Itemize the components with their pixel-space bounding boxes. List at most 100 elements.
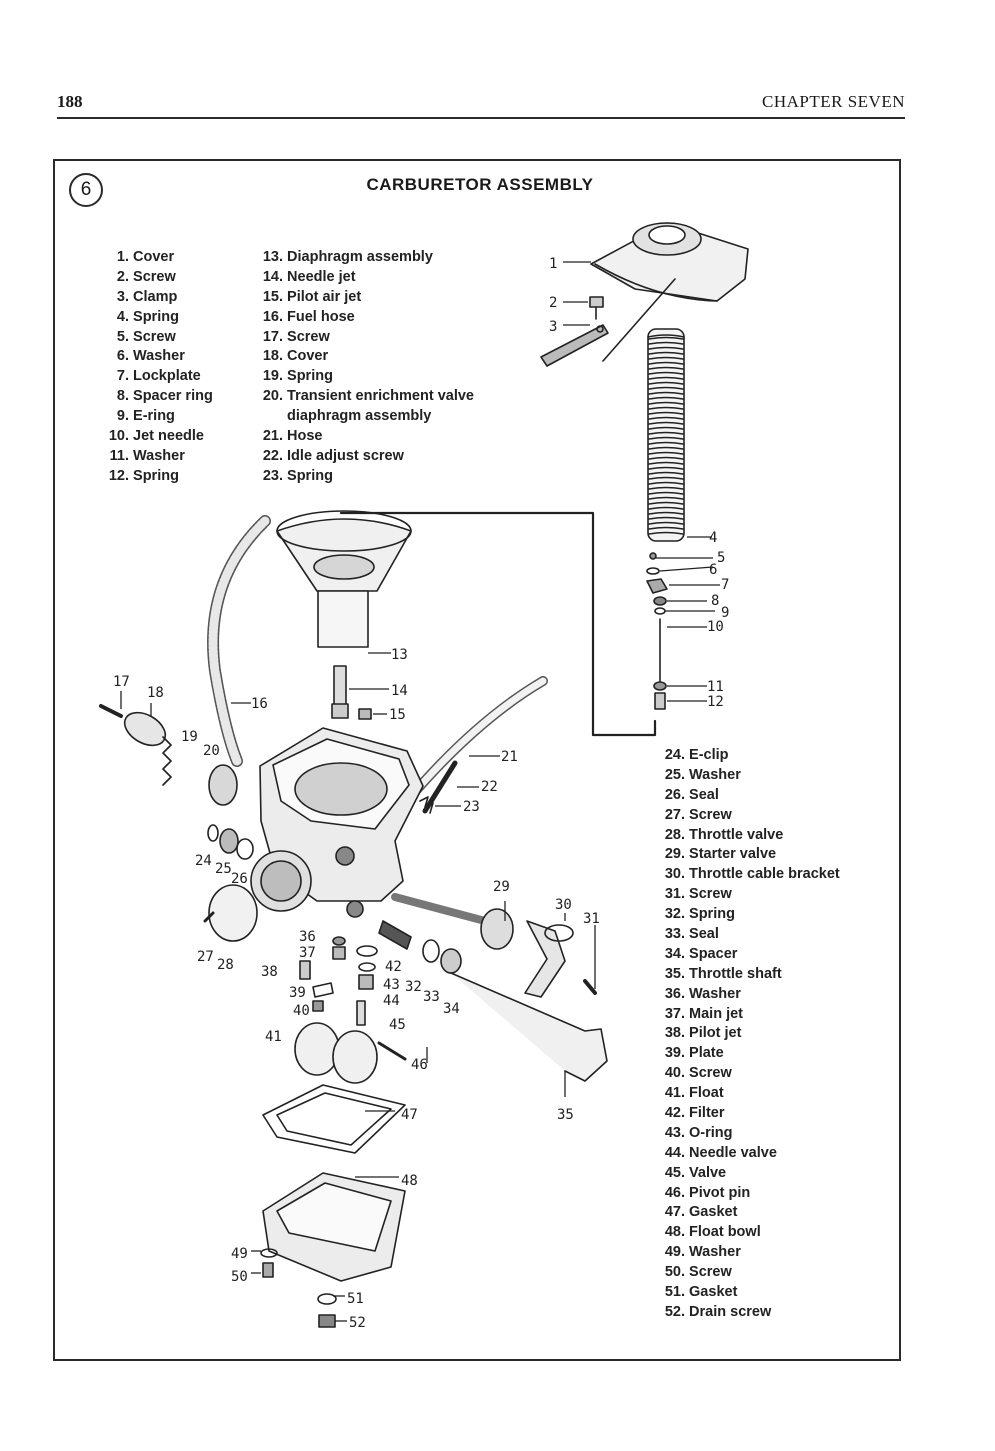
parts-list-item: 26. Seal [660, 786, 840, 806]
callout-52: 52 [349, 1315, 366, 1331]
callout-7: 7 [721, 577, 729, 593]
part-name: Screw [689, 1264, 732, 1281]
part-number: 10. [108, 428, 129, 445]
part-name: Throttle shaft [689, 965, 782, 982]
callout-8: 8 [711, 593, 719, 609]
parts-list-item: 23. Spring [258, 467, 507, 487]
part-number: 34. [664, 945, 685, 962]
part-name: Spring [287, 467, 333, 484]
parts-list-item: 20. Transient enrichment valve diaphragm… [258, 387, 507, 427]
part-number: 15. [262, 288, 283, 305]
callout-35: 35 [557, 1107, 574, 1123]
part-name: Pilot air jet [287, 288, 362, 305]
part-number: 11. [109, 447, 129, 464]
parts-list-item: 13. Diaphragm assembly [258, 248, 507, 268]
parts-list-item: 15. Pilot air jet [258, 288, 507, 308]
parts-list-item: 47. Gasket [660, 1203, 840, 1223]
part-name: Transient enrichment valve diaphragm ass… [287, 388, 474, 425]
callout-47: 47 [401, 1107, 418, 1123]
parts-list-item: 22. Idle adjust screw [258, 447, 507, 467]
parts-list-item: 36. Washer [660, 985, 840, 1005]
part-name: Valve [689, 1164, 727, 1181]
part-number: 38. [664, 1025, 685, 1042]
callout-46: 46 [411, 1057, 428, 1073]
parts-list-item: 11. Washer [104, 447, 213, 467]
part-number: 13. [262, 249, 283, 265]
callout-49: 49 [231, 1246, 248, 1262]
part-number: 40. [664, 1065, 685, 1082]
parts-list-item: 42. Filter [660, 1104, 840, 1124]
part-name: Pilot jet [689, 1025, 742, 1042]
part-name: Spring [133, 467, 179, 484]
part-number: 51. [664, 1284, 685, 1301]
part-name: Gasket [689, 1204, 738, 1221]
callout-1: 1 [549, 256, 557, 272]
parts-list-item: 39. Plate [660, 1044, 840, 1064]
parts-list-item: 25. Washer [660, 766, 840, 786]
parts-list-item: 8. Spacer ring [104, 387, 213, 407]
part-number: 23. [262, 467, 283, 484]
part-number: 19. [262, 368, 283, 385]
callout-30: 30 [555, 897, 572, 913]
callout-48: 48 [401, 1173, 418, 1189]
parts-list-item: 49. Washer [660, 1243, 840, 1263]
parts-list-item: 38. Pilot jet [660, 1024, 840, 1044]
part-number: 27. [664, 806, 685, 823]
part-name: Starter valve [689, 846, 777, 863]
part-name: Float bowl [689, 1224, 761, 1241]
part-name: Pivot pin [689, 1184, 751, 1201]
parts-list-item: 24. E-clip [660, 746, 840, 766]
parts-list-item: 34. Spacer [660, 945, 840, 965]
part-number: 9. [116, 408, 129, 425]
part-number: 46. [664, 1184, 685, 1201]
part-name: Seal [689, 786, 719, 803]
part-name: Spacer ring [133, 388, 213, 405]
part-number: 42. [664, 1105, 685, 1122]
callout-42: 42 [385, 959, 402, 975]
part-name: Jet needle [133, 428, 204, 445]
parts-list-item: 37. Main jet [660, 1005, 840, 1025]
parts-list-item: 6. Washer [104, 347, 213, 367]
figure-title: CARBURETOR ASSEMBLY [366, 175, 594, 194]
parts-list-item: 44. Needle valve [660, 1144, 840, 1164]
part-number: 25. [664, 766, 685, 783]
chapter-title: CHAPTER SEVEN [762, 92, 905, 111]
callout-38: 38 [261, 964, 278, 980]
callout-9: 9 [721, 605, 729, 621]
callout-51: 51 [347, 1291, 364, 1307]
part-number: 20. [262, 388, 283, 405]
parts-list-item: 43. O-ring [660, 1124, 840, 1144]
parts-list-item: 3. Clamp [104, 288, 213, 308]
parts-list-item: 27. Screw [660, 806, 840, 826]
part-name: Plate [689, 1045, 724, 1062]
callout-17: 17 [113, 674, 130, 690]
callout-26: 26 [231, 871, 248, 887]
part-name: Diaphragm assembly [287, 249, 433, 265]
callout-16: 16 [251, 696, 268, 712]
callout-21: 21 [501, 749, 518, 765]
part-number: 5. [116, 328, 129, 345]
part-number: 35. [664, 965, 685, 982]
figure-number-badge: 6 [69, 173, 103, 207]
parts-list-item: 51. Gasket [660, 1283, 840, 1303]
callout-12: 12 [707, 694, 724, 710]
top-cover-drawing [590, 222, 749, 362]
part-name: Throttle valve [689, 826, 784, 843]
parts-list-item: 45. Valve [660, 1164, 840, 1184]
callout-36: 36 [299, 929, 316, 945]
figure-frame [53, 159, 901, 1361]
part-name: Needle valve [689, 1144, 777, 1161]
callout-50: 50 [231, 1269, 248, 1285]
callout-5: 5 [717, 550, 725, 566]
part-number: 31. [664, 886, 685, 903]
parts-list-item: 5. Screw [104, 328, 213, 348]
parts-list-item: 40. Screw [660, 1064, 840, 1084]
part-name: Cover [287, 348, 329, 365]
parts-list-item: 19. Spring [258, 367, 507, 387]
callout-20: 20 [203, 743, 220, 759]
part-name: Washer [689, 1244, 741, 1261]
part-number: 43. [664, 1124, 685, 1141]
part-name: Filter [689, 1105, 725, 1122]
